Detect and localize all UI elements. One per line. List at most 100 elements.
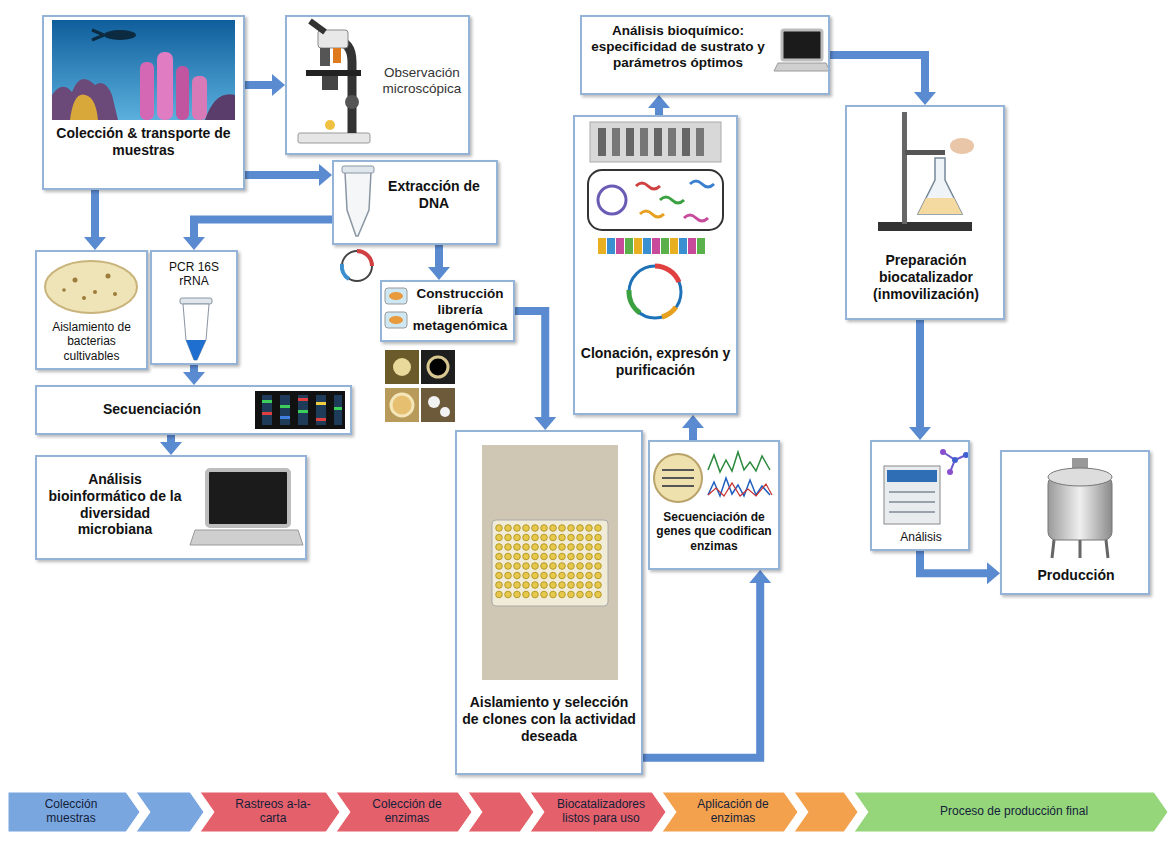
plasmid-icon	[342, 251, 372, 281]
cloning-illustration	[684, 215, 708, 221]
petri-dish-icon	[82, 296, 86, 300]
flow-arrow	[515, 311, 556, 430]
arrow-head	[534, 417, 556, 430]
microplate-wells	[568, 582, 575, 589]
stage-chevron: Colección de enzimas	[336, 792, 472, 832]
flow-arrow	[245, 74, 285, 96]
hplc-icon	[952, 457, 958, 463]
arrow-shaft	[920, 551, 988, 573]
microplate-wells	[550, 591, 557, 598]
cloning-illustration	[682, 128, 690, 156]
arrow-head	[682, 415, 704, 428]
gene-sequencing-box: Secuenciación de genes que codifican enz…	[648, 440, 780, 570]
microplate-wells	[523, 534, 530, 541]
flow-arrow	[643, 570, 771, 758]
chevron-fill	[200, 792, 340, 832]
lab-stand-icon	[918, 198, 962, 214]
microplate-wells	[541, 591, 548, 598]
lab-stand-icon	[878, 222, 972, 231]
microplate-wells	[532, 563, 539, 570]
stage-chevron: Rastreos a-la-carta	[200, 792, 340, 832]
plasmid-icon	[342, 251, 372, 281]
microplate-wells	[595, 553, 602, 560]
cloning-illustration	[598, 186, 626, 214]
microplate-wells	[523, 525, 530, 532]
microplate-wells	[514, 534, 521, 541]
microplate-wells	[514, 553, 521, 560]
colony-photos	[428, 396, 440, 408]
box-title: Análisis	[875, 530, 967, 544]
microplate-wells	[505, 572, 512, 579]
microplate-wells	[541, 572, 548, 579]
sequencing-gel	[298, 398, 308, 401]
colony-photos	[421, 388, 455, 422]
microplate-wells	[505, 525, 512, 532]
arrow-shaft	[830, 55, 925, 93]
cloning-illustration	[661, 238, 669, 254]
hplc-icon	[940, 449, 946, 455]
cloning-illustration	[598, 238, 606, 254]
microplate-wells	[550, 582, 557, 589]
microplate-wells	[586, 563, 593, 570]
cloning-illustration	[598, 128, 606, 156]
microplate-wells	[505, 563, 512, 570]
sequencing-gel	[334, 395, 342, 425]
microplate-wells	[532, 534, 539, 541]
microplate-wells	[514, 572, 521, 579]
reef-photo	[52, 20, 235, 120]
stage-chevron: Colección muestras	[8, 792, 140, 832]
sequencing-gel	[262, 400, 272, 403]
microplate-wells	[559, 582, 566, 589]
sequencing-gel	[316, 395, 326, 425]
reef-photo	[104, 30, 136, 40]
arrow-head	[914, 92, 936, 105]
lab-stand-icon	[950, 138, 974, 154]
sequencing-gel	[262, 395, 272, 425]
laptop-icon	[774, 30, 830, 71]
box-title: Extracción de DNA	[376, 178, 492, 212]
tube-icon	[342, 166, 374, 173]
cloning-illustration	[655, 266, 679, 282]
arrow-head	[428, 267, 450, 280]
arrow-shaft	[245, 81, 273, 89]
microscope-icon	[298, 133, 370, 143]
bioreactor-icon	[1052, 540, 1108, 558]
microplate-wells	[541, 544, 548, 551]
reef-photo	[92, 30, 104, 40]
biocatalyst-box: Preparación biocatalizador (inmovilizaci…	[845, 105, 1005, 320]
cloning-illustration	[662, 307, 676, 317]
cloning-illustration	[588, 122, 723, 318]
microscope-icon	[325, 120, 335, 130]
bioinformatics-box: Análisis bioinformático de la diversidad…	[35, 455, 307, 560]
microplate-wells	[568, 553, 575, 560]
cloning-illustration	[625, 238, 633, 254]
box-title: Construcción librería metagenómica	[410, 286, 510, 335]
stage-label: Proceso de producción final	[877, 805, 1151, 819]
chevron-fill	[336, 792, 472, 832]
arrow-head	[909, 427, 931, 440]
cloning-illustration	[696, 128, 704, 156]
microplate-wells	[559, 544, 566, 551]
microplate-wells	[586, 553, 593, 560]
microplate-wells	[505, 591, 512, 598]
microplate-wells	[523, 572, 530, 579]
reef-photo	[70, 94, 98, 120]
microplate-wells	[586, 525, 593, 532]
cloning-illustration	[629, 290, 640, 313]
petri-dish-icon	[45, 261, 137, 313]
isolation-box: Aislamiento de bacterias cultivables	[35, 250, 148, 370]
cloning-illustration	[670, 238, 678, 254]
arrow-head	[319, 164, 332, 186]
box-title: Preparación biocatalizador (inmovilizaci…	[850, 252, 1002, 302]
plasmid-icon	[357, 251, 372, 266]
cloning-illustration	[640, 211, 664, 217]
chevron-fill	[8, 792, 140, 832]
colony-photos	[440, 407, 450, 417]
hplc-icon	[884, 466, 940, 524]
microplate-wells	[559, 534, 566, 541]
microplate-wells	[514, 544, 521, 551]
flow-arrow	[830, 55, 936, 105]
sequencing-gel	[255, 391, 345, 429]
microplate-wells	[541, 553, 548, 560]
chevron-fill	[530, 792, 666, 832]
